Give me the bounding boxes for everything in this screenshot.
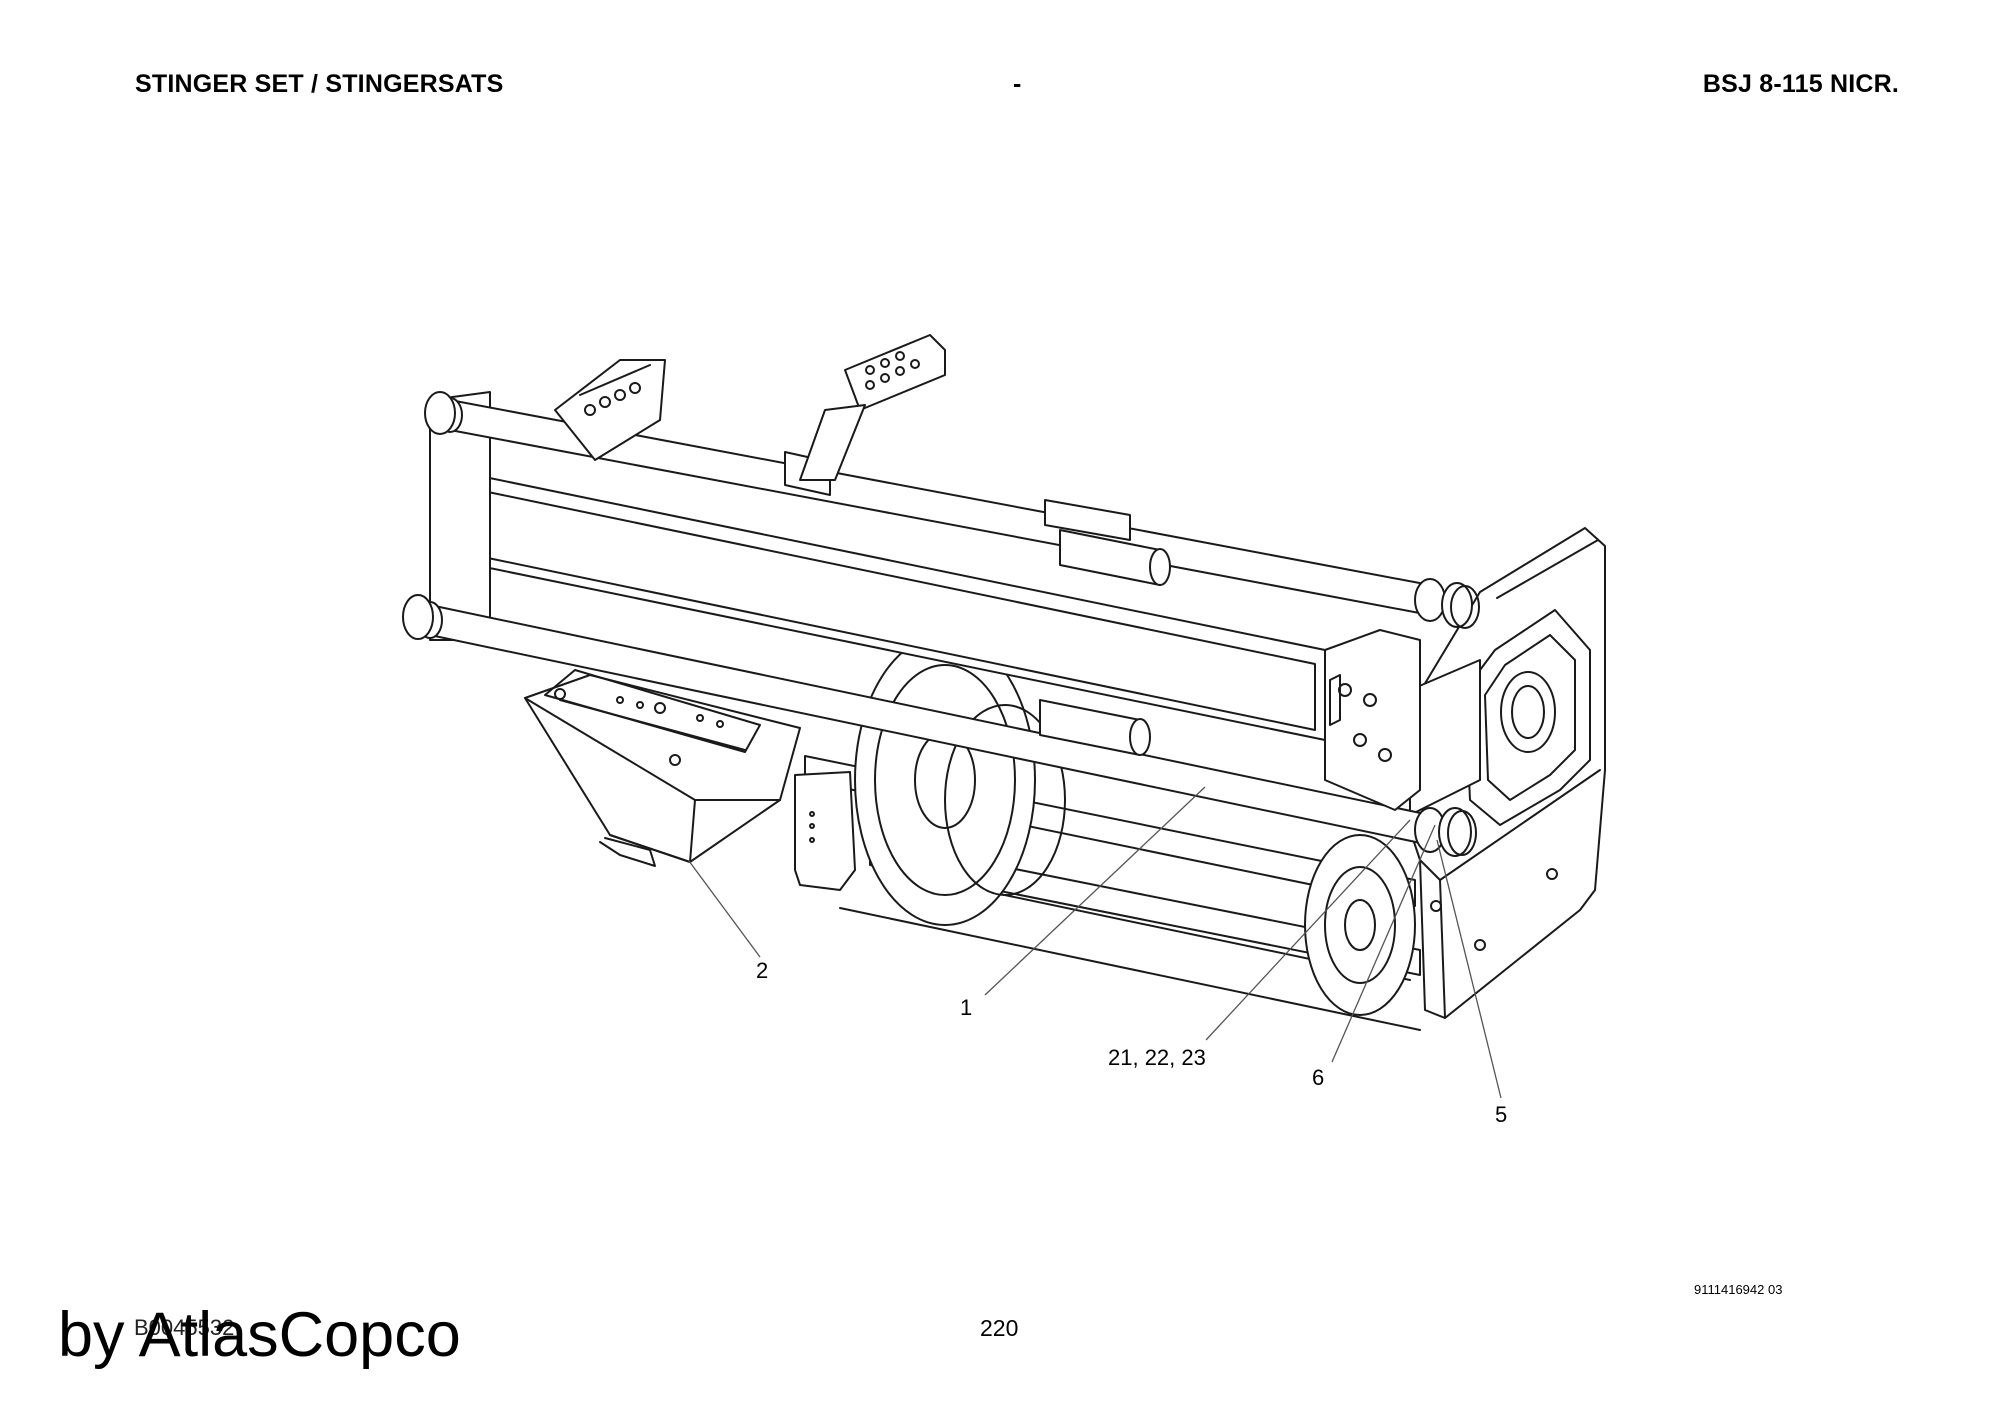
callout-1: 1 [960, 995, 973, 1020]
right-plate [1324, 629, 1421, 811]
header-separator: - [1013, 70, 1022, 98]
document-number: 9111416942 03 [1694, 1282, 1783, 1297]
callout-6: 6 [1312, 1065, 1325, 1090]
drawing-number: B0045532 [134, 1315, 235, 1340]
mounting-brackets [554, 334, 946, 481]
page-title: STINGER SET / STINGERSATS [135, 70, 504, 98]
page-number: 220 [980, 1315, 1019, 1341]
leader-lines [688, 786, 1502, 1099]
model-designation: BSJ 8-115 NICR. [1702, 70, 1899, 98]
callout-2: 2 [756, 958, 769, 983]
hopper-assembly [524, 669, 801, 867]
callout-5: 5 [1495, 1102, 1508, 1127]
lower-rod [402, 594, 1477, 857]
callout-21-22-23: 21, 22, 23 [1108, 1045, 1206, 1070]
upper-rod [424, 391, 1480, 629]
right-end-assembly [1409, 527, 1606, 1019]
watermark: by AtlasCopco [58, 1300, 461, 1370]
